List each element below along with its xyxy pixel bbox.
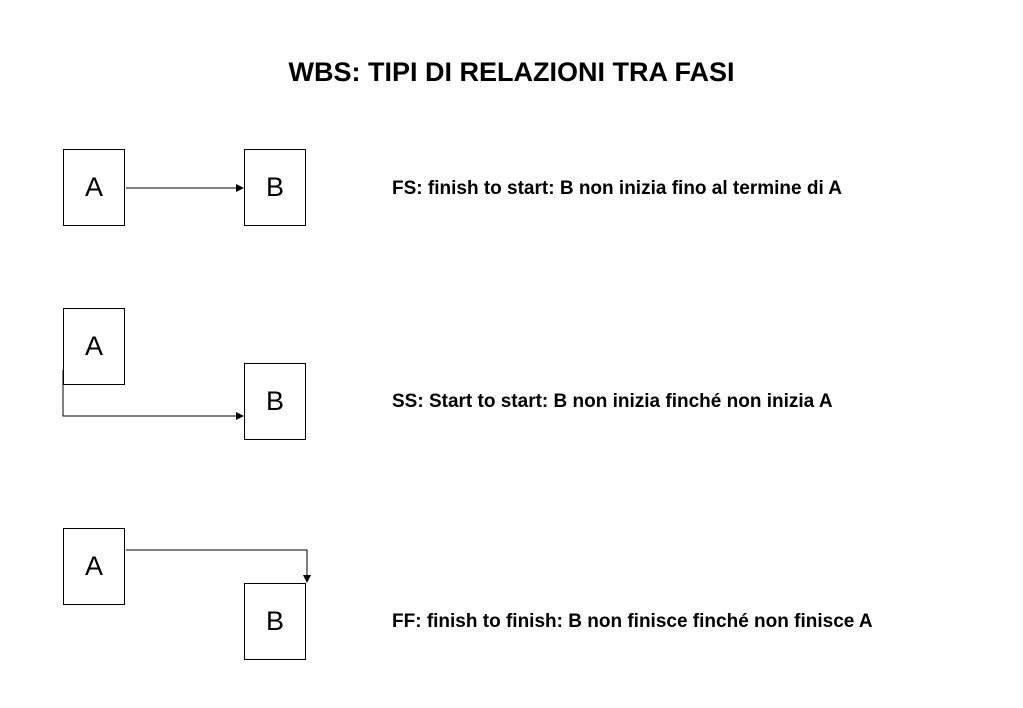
ss-arrow	[62, 370, 244, 420]
ff-arrow	[126, 549, 311, 583]
ss-box-a: A	[63, 308, 125, 385]
ff-box-b: B	[244, 583, 306, 660]
fs-box-b: B	[244, 149, 306, 226]
ff-description: FF: finish to finish: B non finisce finc…	[392, 611, 873, 632]
page-title: WBS: TIPI DI RELAZIONI TRA FASI	[288, 57, 735, 87]
fs-box-a: A	[63, 149, 125, 226]
ss-description: SS: Start to start: B non inizia finché …	[392, 391, 833, 412]
ss-box-b: B	[244, 363, 306, 440]
ff-box-a: A	[63, 528, 125, 605]
fs-description: FS: finish to start: B non inizia fino a…	[392, 178, 843, 199]
